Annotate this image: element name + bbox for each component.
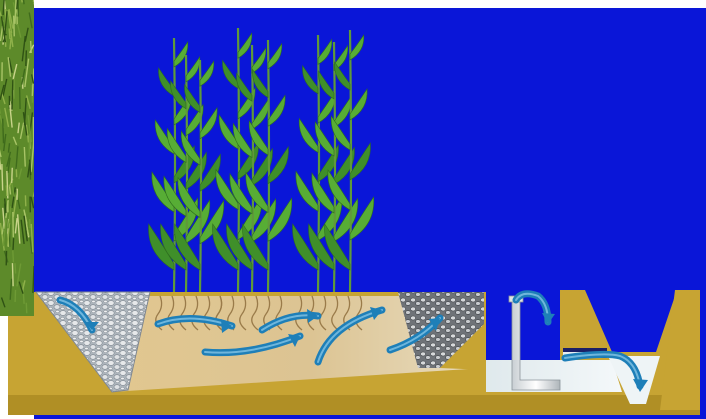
earth-shadow	[8, 395, 700, 415]
